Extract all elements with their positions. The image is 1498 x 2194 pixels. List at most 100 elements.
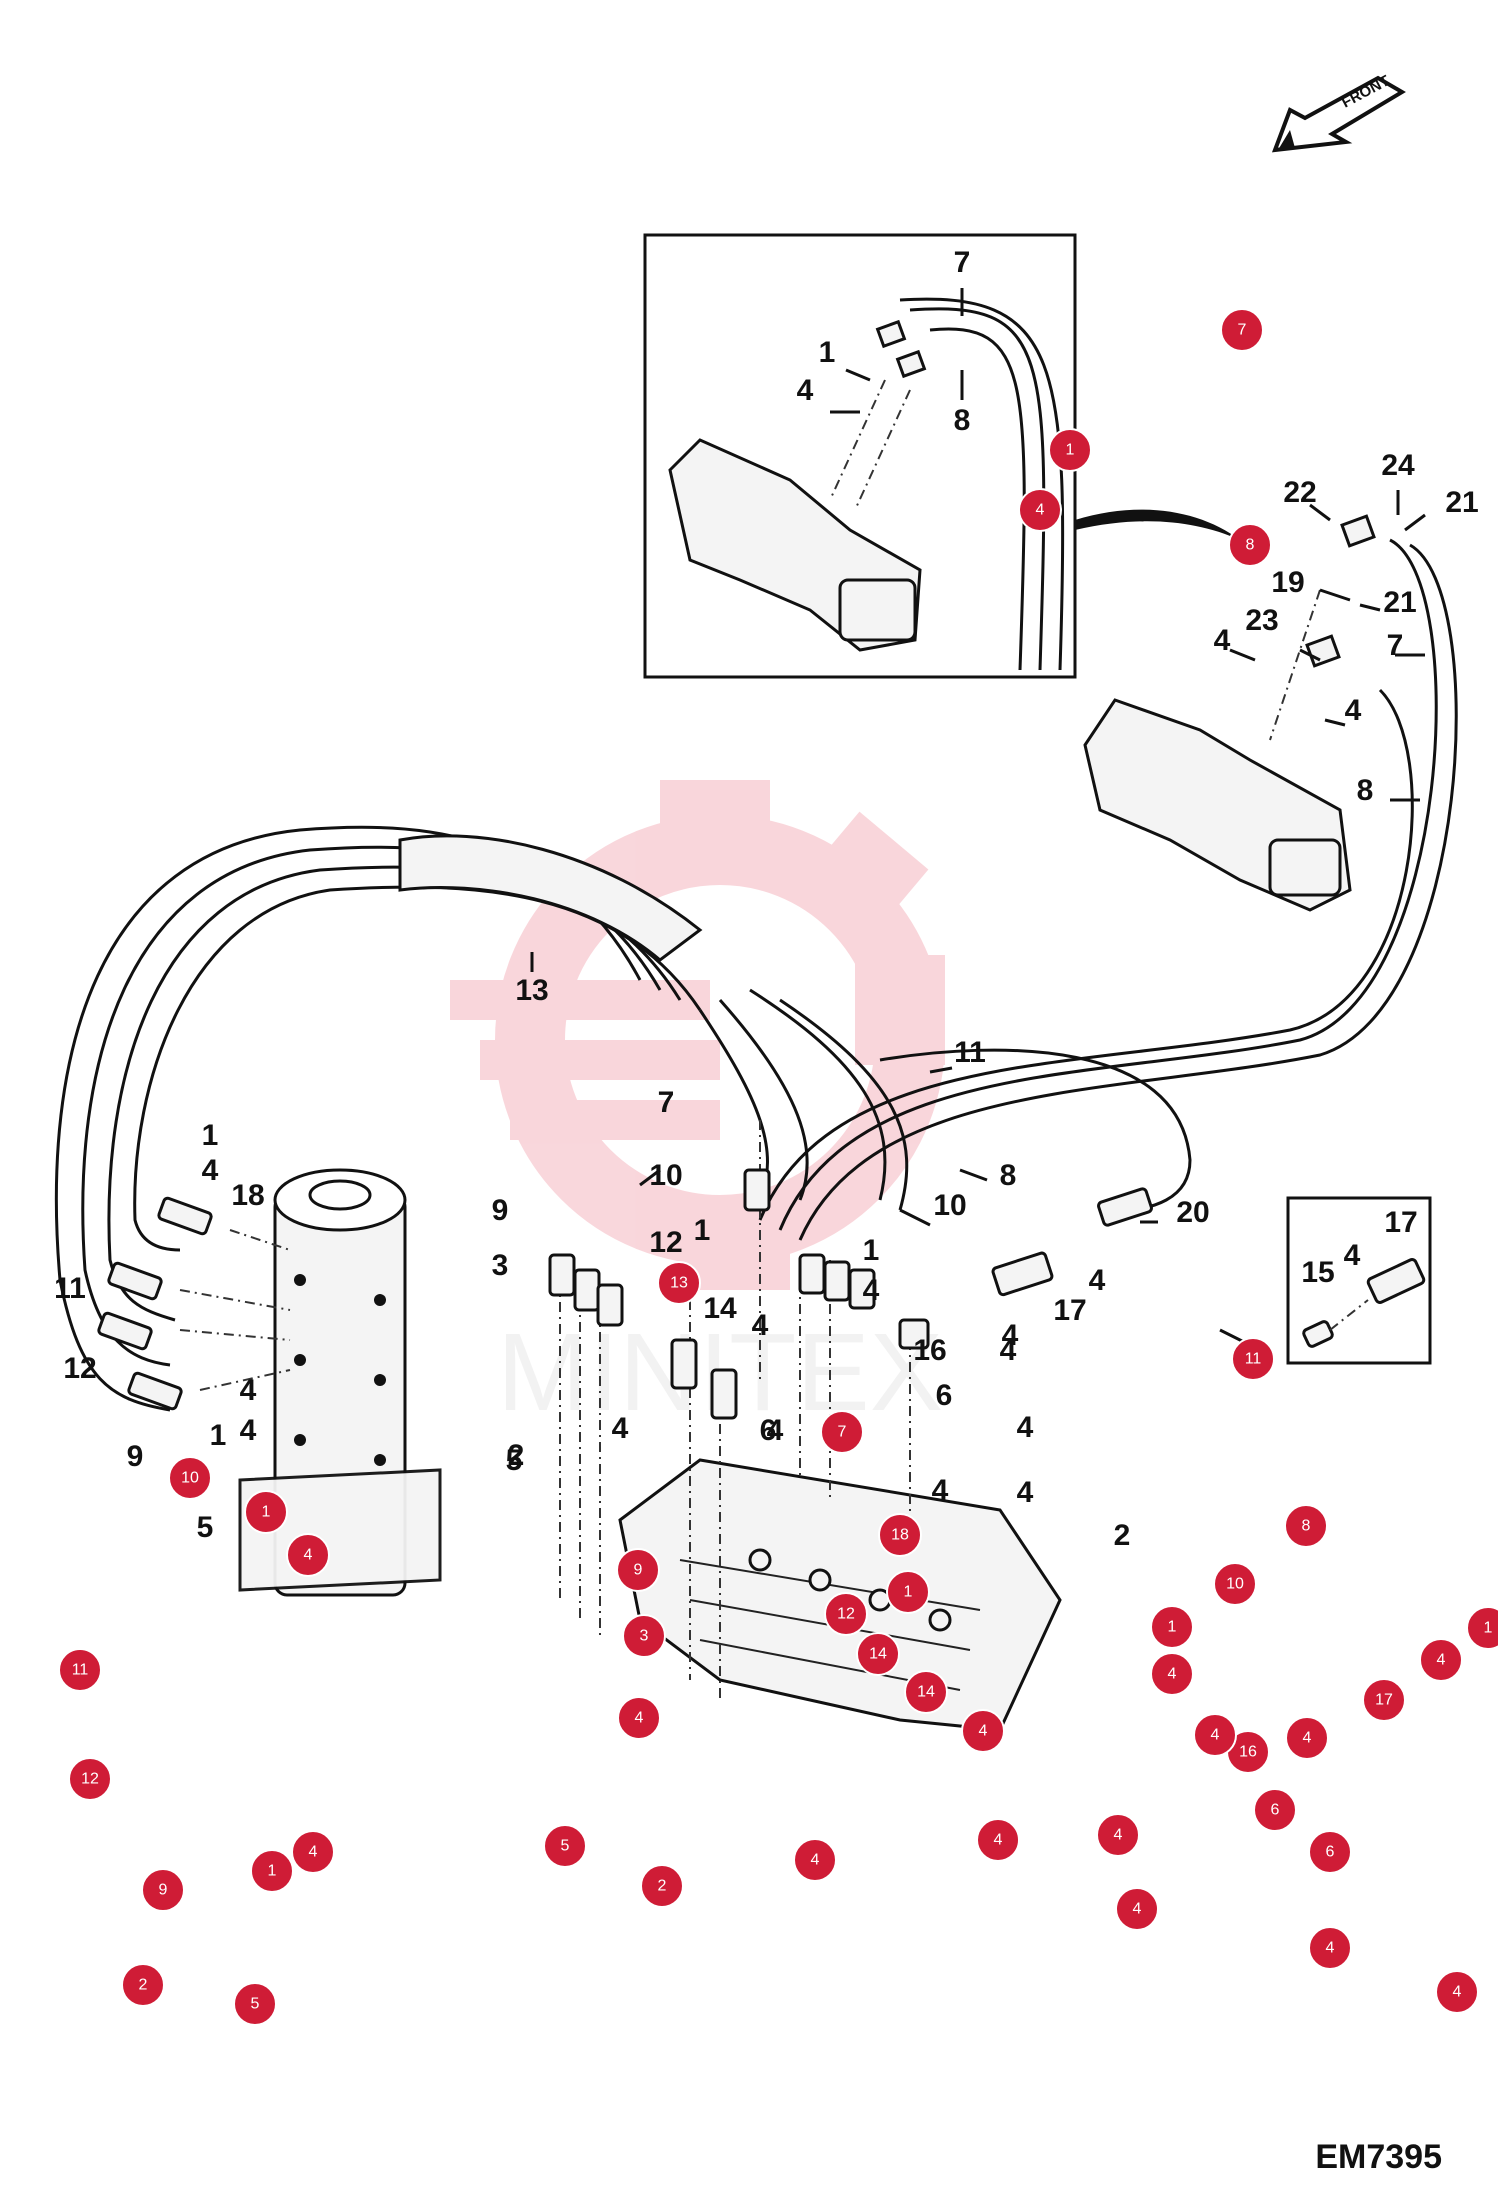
hotspot-marker[interactable] xyxy=(1018,488,1062,532)
hotspot-2[interactable]: 2 xyxy=(121,1963,165,2007)
hotspot-6[interactable]: 6 xyxy=(1253,1788,1297,1832)
hotspot-marker[interactable] xyxy=(640,1864,684,1908)
hotspot-marker[interactable] xyxy=(1284,1504,1328,1548)
hotspot-marker[interactable] xyxy=(856,1632,900,1676)
diagram-code: EM7395 xyxy=(1315,2138,1442,2176)
hotspot-marker[interactable] xyxy=(121,1963,165,2007)
hotspot-5[interactable]: 5 xyxy=(233,1982,277,2026)
hotspot-marker[interactable] xyxy=(1231,1337,1275,1381)
hotspot-marker[interactable] xyxy=(617,1696,661,1740)
hotspot-13[interactable]: 13 xyxy=(657,1261,701,1305)
hotspot-marker[interactable] xyxy=(1150,1652,1194,1696)
hotspot-marker[interactable] xyxy=(1228,523,1272,567)
hotspot-4[interactable]: 4 xyxy=(1419,1638,1463,1682)
hotspot-marker[interactable] xyxy=(878,1513,922,1557)
right-valve-block xyxy=(758,514,1458,1241)
part-callout-8: 8 xyxy=(1000,1159,1017,1192)
hotspot-marker[interactable] xyxy=(1308,1926,1352,1970)
hotspot-4[interactable]: 4 xyxy=(976,1818,1020,1862)
hotspot-marker[interactable] xyxy=(1048,428,1092,472)
hotspot-1[interactable]: 1 xyxy=(1466,1606,1498,1650)
hotspot-1[interactable]: 1 xyxy=(886,1570,930,1614)
part-callout-8: 8 xyxy=(1357,774,1374,807)
hotspot-12[interactable]: 12 xyxy=(824,1592,868,1636)
hotspot-marker[interactable] xyxy=(291,1830,335,1874)
hotspot-marker[interactable] xyxy=(1419,1638,1463,1682)
hotspot-7[interactable]: 7 xyxy=(1220,308,1264,352)
hotspot-5[interactable]: 5 xyxy=(543,1824,587,1868)
hotspot-11[interactable]: 11 xyxy=(58,1648,102,1692)
hotspot-marker[interactable] xyxy=(793,1838,837,1882)
part-callout-4: 4 xyxy=(1345,694,1362,727)
hotspot-14[interactable]: 14 xyxy=(856,1632,900,1676)
hotspot-marker[interactable] xyxy=(616,1548,660,1592)
hotspot-marker[interactable] xyxy=(1220,308,1264,352)
hotspot-1[interactable]: 1 xyxy=(250,1849,294,1893)
hotspot-18[interactable]: 18 xyxy=(878,1513,922,1557)
hotspot-4[interactable]: 4 xyxy=(286,1533,330,1577)
hotspot-17[interactable]: 17 xyxy=(1362,1678,1406,1722)
hotspot-marker[interactable] xyxy=(1466,1606,1498,1650)
hotspot-marker[interactable] xyxy=(1253,1788,1297,1832)
hotspot-7[interactable]: 7 xyxy=(820,1410,864,1454)
hotspot-marker[interactable] xyxy=(543,1824,587,1868)
hotspot-marker[interactable] xyxy=(976,1818,1020,1862)
hotspot-marker[interactable] xyxy=(1285,1716,1329,1760)
hotspot-marker[interactable] xyxy=(824,1592,868,1636)
hotspot-2[interactable]: 2 xyxy=(640,1864,684,1908)
part-callout-24: 24 xyxy=(1381,449,1415,482)
hotspot-marker[interactable] xyxy=(168,1456,212,1500)
hotspot-marker[interactable] xyxy=(961,1709,1005,1753)
hotspot-10[interactable]: 10 xyxy=(168,1456,212,1500)
hotspot-marker[interactable] xyxy=(1096,1813,1140,1857)
hotspot-6[interactable]: 6 xyxy=(1308,1830,1352,1874)
hotspot-9[interactable]: 9 xyxy=(616,1548,660,1592)
hotspot-marker[interactable] xyxy=(904,1670,948,1714)
hotspot-marker[interactable] xyxy=(1362,1678,1406,1722)
hotspot-4[interactable]: 4 xyxy=(1435,1970,1479,2014)
hotspot-4[interactable]: 4 xyxy=(617,1696,661,1740)
hotspot-marker[interactable] xyxy=(1115,1887,1159,1931)
hotspot-marker[interactable] xyxy=(1213,1562,1257,1606)
hotspot-marker[interactable] xyxy=(233,1982,277,2026)
part-callout-23: 23 xyxy=(1245,604,1278,637)
hotspot-4[interactable]: 4 xyxy=(1285,1716,1329,1760)
hotspot-4[interactable]: 4 xyxy=(1018,488,1062,532)
hotspot-12[interactable]: 12 xyxy=(68,1757,112,1801)
hotspot-marker[interactable] xyxy=(244,1490,288,1534)
hotspot-14[interactable]: 14 xyxy=(904,1670,948,1714)
part-callout-6: 6 xyxy=(936,1379,953,1412)
hotspot-marker[interactable] xyxy=(1435,1970,1479,2014)
hotspot-10[interactable]: 10 xyxy=(1213,1562,1257,1606)
hotspot-4[interactable]: 4 xyxy=(1150,1652,1194,1696)
hotspot-marker[interactable] xyxy=(622,1614,666,1658)
hotspot-marker[interactable] xyxy=(141,1868,185,1912)
hotspot-marker[interactable] xyxy=(1193,1713,1237,1757)
hotspot-marker[interactable] xyxy=(1308,1830,1352,1874)
hotspot-4[interactable]: 4 xyxy=(961,1709,1005,1753)
hotspot-1[interactable]: 1 xyxy=(1150,1605,1194,1649)
hotspot-8[interactable]: 8 xyxy=(1284,1504,1328,1548)
hotspot-4[interactable]: 4 xyxy=(1193,1713,1237,1757)
hotspot-marker[interactable] xyxy=(58,1648,102,1692)
hotspot-11[interactable]: 11 xyxy=(1231,1337,1275,1381)
hotspot-9[interactable]: 9 xyxy=(141,1868,185,1912)
hotspot-4[interactable]: 4 xyxy=(793,1838,837,1882)
hotspot-marker[interactable] xyxy=(1150,1605,1194,1649)
leader-lines xyxy=(530,288,1426,1227)
hotspot-marker[interactable] xyxy=(886,1570,930,1614)
hotspot-marker[interactable] xyxy=(286,1533,330,1577)
hotspot-marker[interactable] xyxy=(68,1757,112,1801)
hotspot-4[interactable]: 4 xyxy=(1115,1887,1159,1931)
hotspot-4[interactable]: 4 xyxy=(1308,1926,1352,1970)
hotspot-marker[interactable] xyxy=(250,1849,294,1893)
hotspot-marker[interactable] xyxy=(657,1261,701,1305)
hotspot-4[interactable]: 4 xyxy=(1096,1813,1140,1857)
hotspot-3[interactable]: 3 xyxy=(622,1614,666,1658)
hotspot-8[interactable]: 8 xyxy=(1228,523,1272,567)
hotspot-marker[interactable] xyxy=(820,1410,864,1454)
hotspot-1[interactable]: 1 xyxy=(1048,428,1092,472)
hotspot-4[interactable]: 4 xyxy=(291,1830,335,1874)
part-callout-1: 1 xyxy=(202,1119,219,1152)
hotspot-1[interactable]: 1 xyxy=(244,1490,288,1534)
